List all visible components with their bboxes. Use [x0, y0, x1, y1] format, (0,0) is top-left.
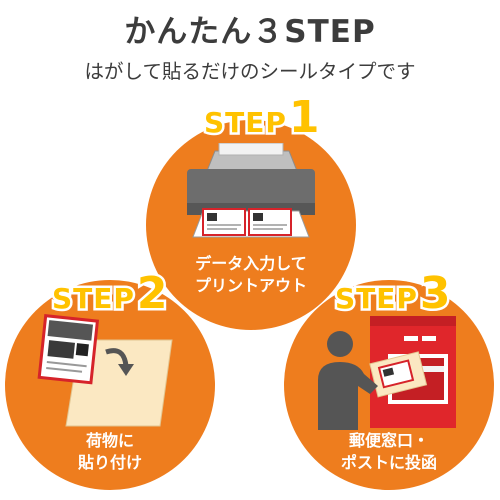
- step-1-number: 1: [286, 90, 322, 146]
- step-1-heading: STEP1: [202, 90, 323, 146]
- step-2-caption-line-2: 貼り付け: [77, 453, 142, 472]
- printer-icon: [187, 143, 315, 238]
- step-2-heading: STEP2: [50, 266, 171, 322]
- step-3-label: STEP: [333, 280, 420, 318]
- step-3-caption-line-1: 郵便窓口・: [348, 431, 429, 450]
- step-2-caption: 荷物に 貼り付け: [10, 430, 210, 474]
- post-box-icon: [318, 316, 456, 430]
- peel-label-icon: [37, 314, 173, 427]
- step-3-number: 3: [417, 266, 453, 322]
- step-1-caption: データ入力して プリントアウト: [151, 253, 351, 297]
- step-2-label: STEP: [50, 280, 137, 318]
- page-title: かんたん３STEP: [124, 14, 376, 50]
- step-1-label: STEP: [202, 104, 289, 142]
- step-1-caption-line-2: プリントアウト: [194, 276, 307, 295]
- page-subtitle: はがして貼るだけのシールタイプです: [84, 60, 416, 83]
- step-2-number: 2: [134, 266, 170, 322]
- step-3-caption: 郵便窓口・ ポストに投函: [289, 430, 489, 474]
- step-3-heading: STEP3: [333, 266, 454, 322]
- step-3-caption-line-2: ポストに投函: [340, 453, 437, 472]
- step-1-caption-line-1: データ入力して: [195, 254, 307, 273]
- step-2-caption-line-1: 荷物に: [85, 431, 134, 450]
